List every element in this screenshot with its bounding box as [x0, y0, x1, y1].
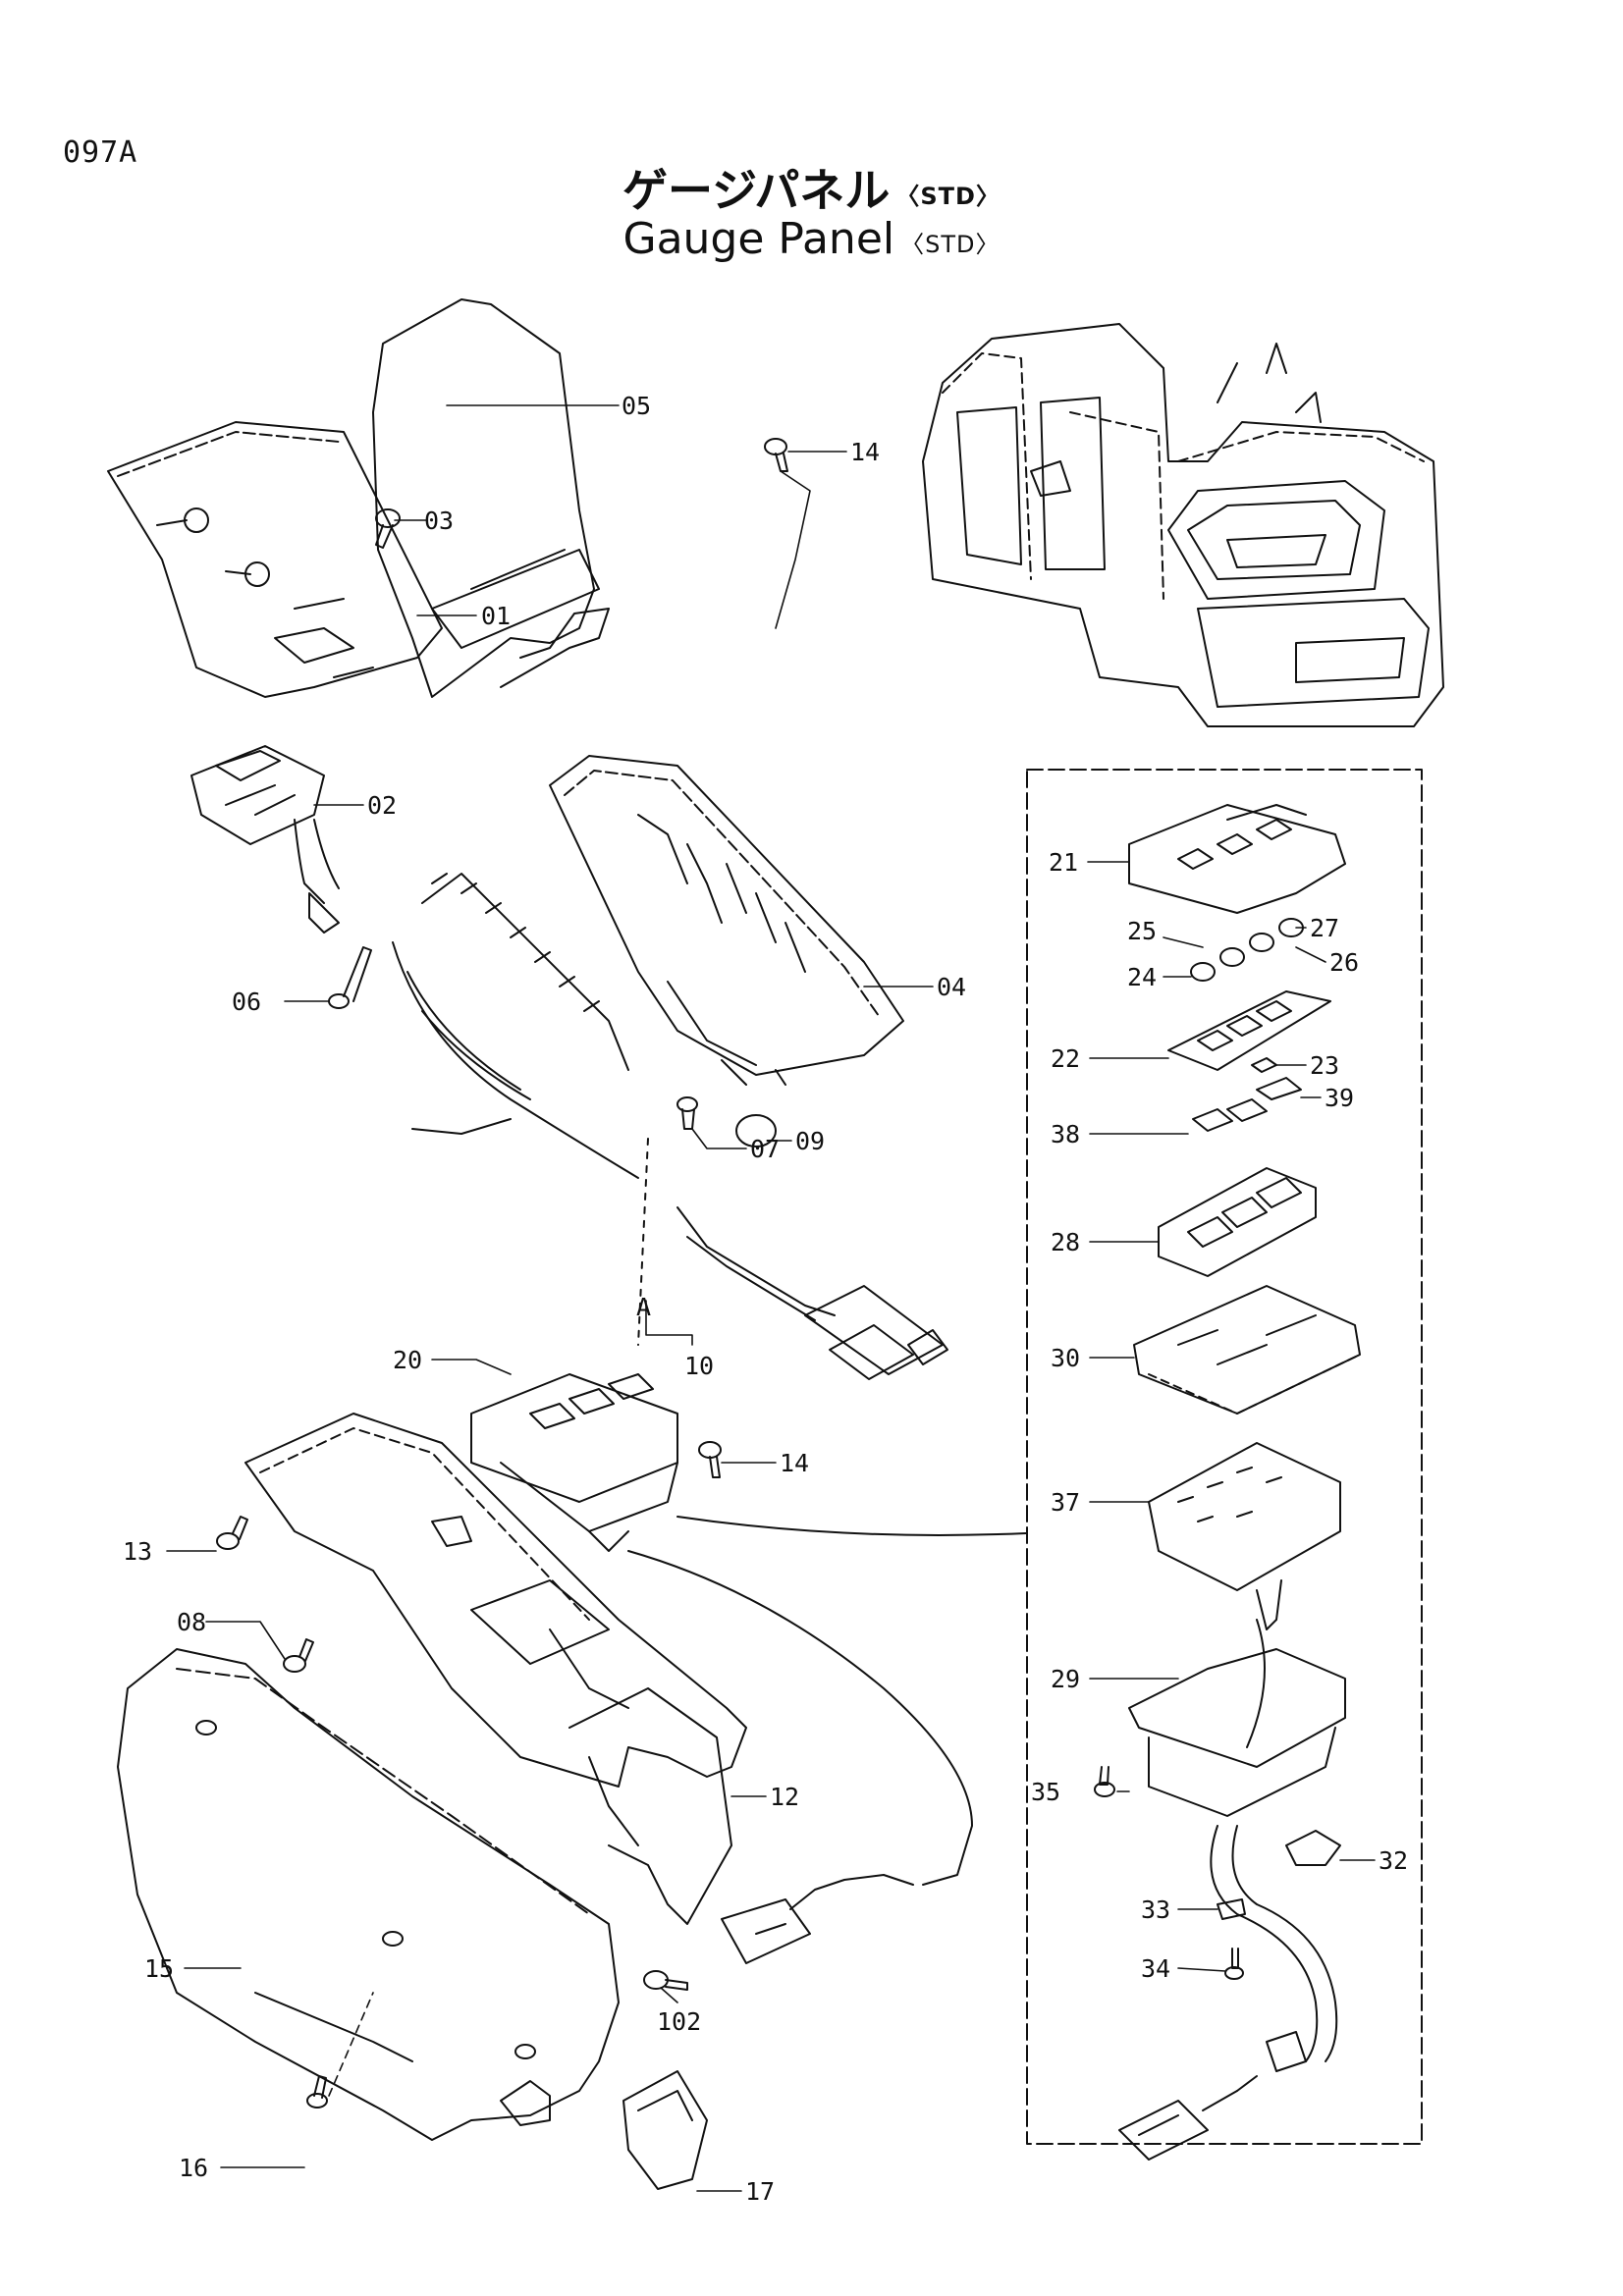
callout-A: A	[636, 1293, 651, 1321]
part-12-frame-drawing	[245, 1414, 746, 1924]
part-22-drawing	[1168, 991, 1330, 1070]
part-37-drawing	[1149, 1443, 1340, 1629]
part-06-drawing	[329, 947, 371, 1008]
callout-39: 39	[1325, 1084, 1354, 1112]
callout-20: 20	[393, 1346, 422, 1374]
excavator-overview-drawing	[923, 324, 1443, 726]
parts-23-38-39-drawing	[1193, 1058, 1301, 1131]
part-30-drawing	[1134, 1286, 1360, 1414]
title-japanese-text: ゲージパネル	[622, 164, 891, 217]
part-15-drawing	[118, 1649, 619, 2140]
cable-link-drawing	[677, 1517, 1026, 1535]
part-09-drawing	[736, 1115, 776, 1147]
detail-harness-drawing	[1119, 1826, 1336, 2160]
buttons-24-27-drawing	[1191, 919, 1303, 981]
callout-22: 22	[1051, 1044, 1080, 1073]
leader-lines	[167, 405, 1375, 2191]
part-16-drawing	[307, 2076, 327, 2108]
callout-38: 38	[1051, 1120, 1080, 1148]
callout-02: 02	[367, 791, 397, 820]
callout-34: 34	[1141, 1954, 1170, 1983]
callout-04: 04	[937, 973, 966, 1001]
part-04-drawing	[550, 756, 903, 1085]
callout-37: 37	[1051, 1488, 1080, 1517]
callout-10: 10	[684, 1352, 714, 1380]
title-english-suffix: 〈STD〉	[900, 230, 1001, 258]
callout-30: 30	[1051, 1344, 1080, 1372]
callout-12: 12	[770, 1783, 799, 1811]
callout-05: 05	[622, 392, 651, 420]
part-12-cable-drawing	[628, 1551, 972, 1885]
fastener-drawings	[217, 1442, 721, 1990]
lower-connector-drawing	[722, 1875, 913, 1963]
callout-29: 29	[1051, 1665, 1080, 1693]
title-japanese-suffix: 〈STD〉	[895, 183, 1001, 210]
callout-33: 33	[1141, 1896, 1170, 1924]
page-code: 097A	[63, 135, 138, 170]
callout-24: 24	[1127, 963, 1157, 991]
callout-07: 07	[750, 1135, 780, 1163]
part-28-drawing	[1159, 1168, 1316, 1276]
callout-13: 13	[123, 1537, 152, 1566]
callout-09: 09	[795, 1127, 825, 1155]
callout-28: 28	[1051, 1228, 1080, 1256]
callout-03: 03	[424, 507, 454, 535]
callout-21: 21	[1049, 848, 1078, 877]
callout-27: 27	[1310, 914, 1339, 942]
callout-25: 25	[1127, 917, 1157, 945]
callout-labels: 03 01 05 14 02 04 06 09 07 A 10 20 14 13…	[123, 392, 1408, 2206]
title-japanese: ゲージパネル〈STD〉	[0, 155, 1623, 220]
part-21-drawing	[1129, 805, 1345, 913]
callout-14-bottom: 14	[780, 1449, 809, 1477]
part-01-drawing	[108, 422, 442, 697]
callout-32: 32	[1379, 1846, 1408, 1875]
part-17-drawing	[623, 2071, 707, 2189]
callout-16: 16	[179, 2154, 208, 2182]
part-14-top-drawing	[765, 439, 787, 471]
callout-15: 15	[144, 1954, 174, 1983]
part-29-drawing	[1129, 1620, 1345, 1816]
callout-08: 08	[177, 1608, 206, 1636]
part-20-switch-panel-drawing	[471, 1374, 677, 1551]
part-07-drawing	[677, 1097, 697, 1129]
title-english: Gauge Panel〈STD〉	[0, 214, 1623, 264]
detail-box-outline	[1027, 770, 1422, 2144]
callout-35: 35	[1031, 1778, 1060, 1806]
callout-26: 26	[1329, 948, 1359, 977]
title-english-text: Gauge Panel	[622, 214, 895, 264]
callout-102: 102	[657, 2007, 701, 2036]
part-02-drawing	[191, 746, 339, 933]
part-05-drawing	[373, 299, 609, 697]
callout-06: 06	[232, 988, 261, 1016]
part-03-drawing	[376, 509, 400, 548]
parts-32-33-34-35-drawing	[1095, 1767, 1340, 1979]
part-10-harness-drawing	[393, 874, 947, 1379]
callout-14-top: 14	[850, 438, 880, 466]
callout-01: 01	[481, 602, 511, 630]
callout-17: 17	[745, 2177, 775, 2206]
callout-23: 23	[1310, 1051, 1339, 1080]
